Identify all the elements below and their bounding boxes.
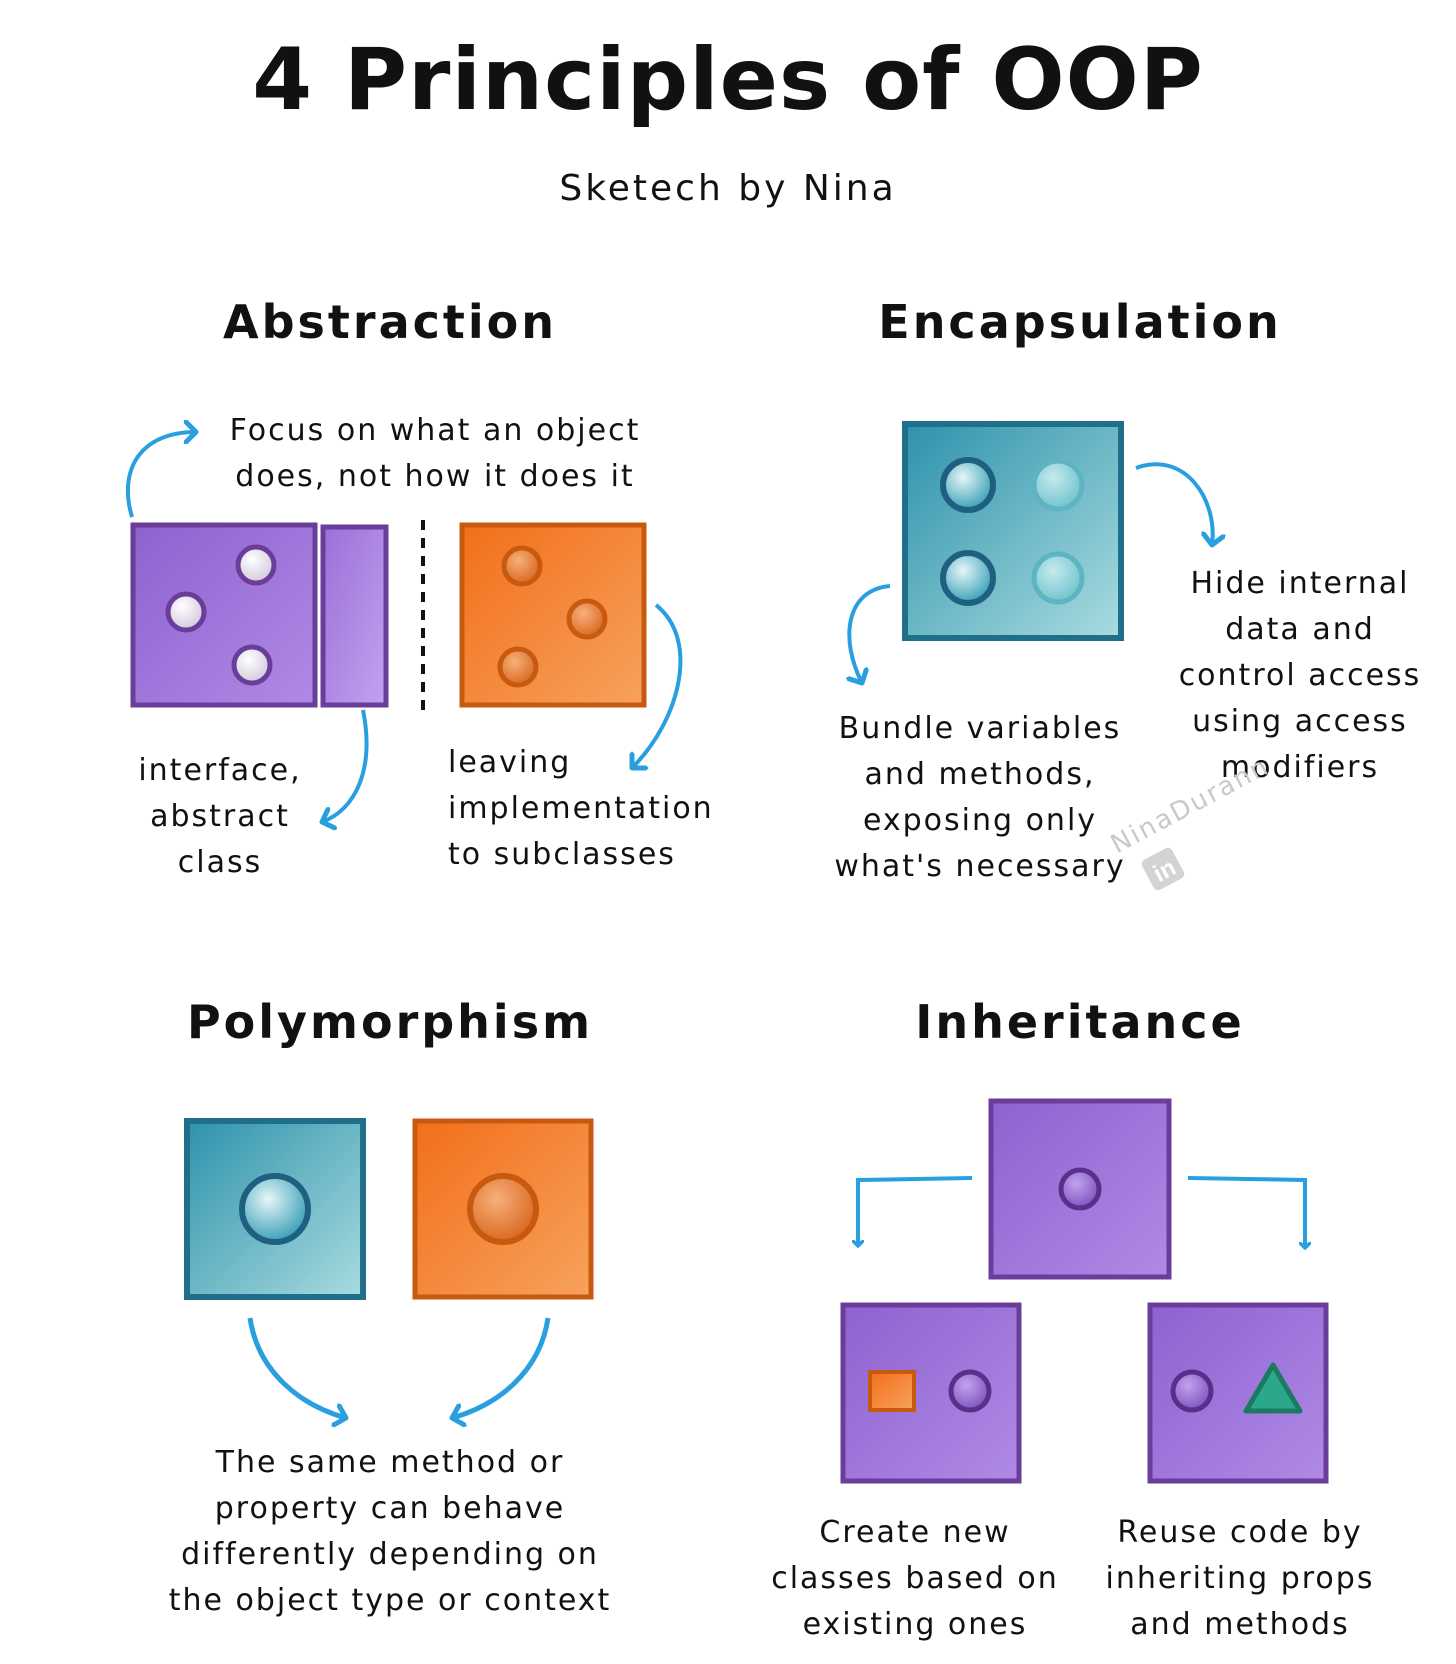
dot [1031, 551, 1085, 605]
abstraction-top-note: Focus on what an object does, not how it… [229, 413, 641, 494]
inheritance-illustration [840, 1098, 1329, 1484]
interface-box [130, 522, 318, 708]
arrow-icon [247, 1317, 346, 1418]
arrow-icon [126, 432, 196, 518]
page-subtitle: Sketech by Nina [559, 168, 897, 209]
encapsulation-illustration [849, 421, 1213, 683]
abstraction-right-note: leaving implementation to subclasses [448, 745, 714, 872]
inheritance-left-note: Create new classes based on existing one… [771, 1515, 1059, 1642]
encapsulation-right-note: Hide internal data and control access us… [1178, 566, 1422, 785]
arrow-icon [858, 1176, 973, 1246]
abstraction-heading: Abstraction [223, 295, 557, 349]
dot [165, 591, 207, 633]
linkedin-logo-icon: in [1141, 847, 1185, 891]
dot [1058, 1167, 1102, 1211]
dot [1170, 1369, 1214, 1413]
dot [467, 1173, 539, 1245]
encapsulation-heading: Encapsulation [878, 295, 1282, 349]
page-title: 4 Principles of OOP [252, 30, 1204, 130]
dot [566, 598, 608, 640]
capsule-box [902, 421, 1124, 641]
polymorphism-illustration [184, 1118, 594, 1418]
abstraction-illustration [126, 432, 683, 822]
dot [1031, 458, 1085, 512]
dot [239, 1173, 311, 1245]
inheritance-right-note: Reuse code by inheriting props and metho… [1105, 1515, 1375, 1642]
square-icon [868, 1370, 916, 1412]
abstraction-left-note: interface, abstract class [138, 753, 302, 880]
interface-tab [320, 524, 389, 708]
arrow-icon [632, 603, 683, 768]
implementation-box [459, 522, 647, 708]
arrow-icon [322, 709, 369, 822]
arrow-icon [849, 584, 891, 683]
encapsulation-left-note: Bundle variables and methods, exposing o… [834, 711, 1126, 884]
polymorphism-note: The same method or property can behave d… [168, 1445, 612, 1618]
arrow-icon [1187, 1176, 1305, 1248]
inheritance-heading: Inheritance [915, 995, 1245, 1049]
arrow-icon [452, 1317, 551, 1418]
dot [501, 545, 543, 587]
dot [231, 644, 273, 686]
polymorphism-heading: Polymorphism [186, 995, 594, 1049]
triangle-icon [1243, 1362, 1303, 1414]
dot [940, 457, 996, 513]
dot [497, 646, 539, 688]
dot [235, 544, 277, 586]
dot [948, 1369, 992, 1413]
dot [940, 550, 996, 606]
arrow-icon [1135, 462, 1213, 545]
